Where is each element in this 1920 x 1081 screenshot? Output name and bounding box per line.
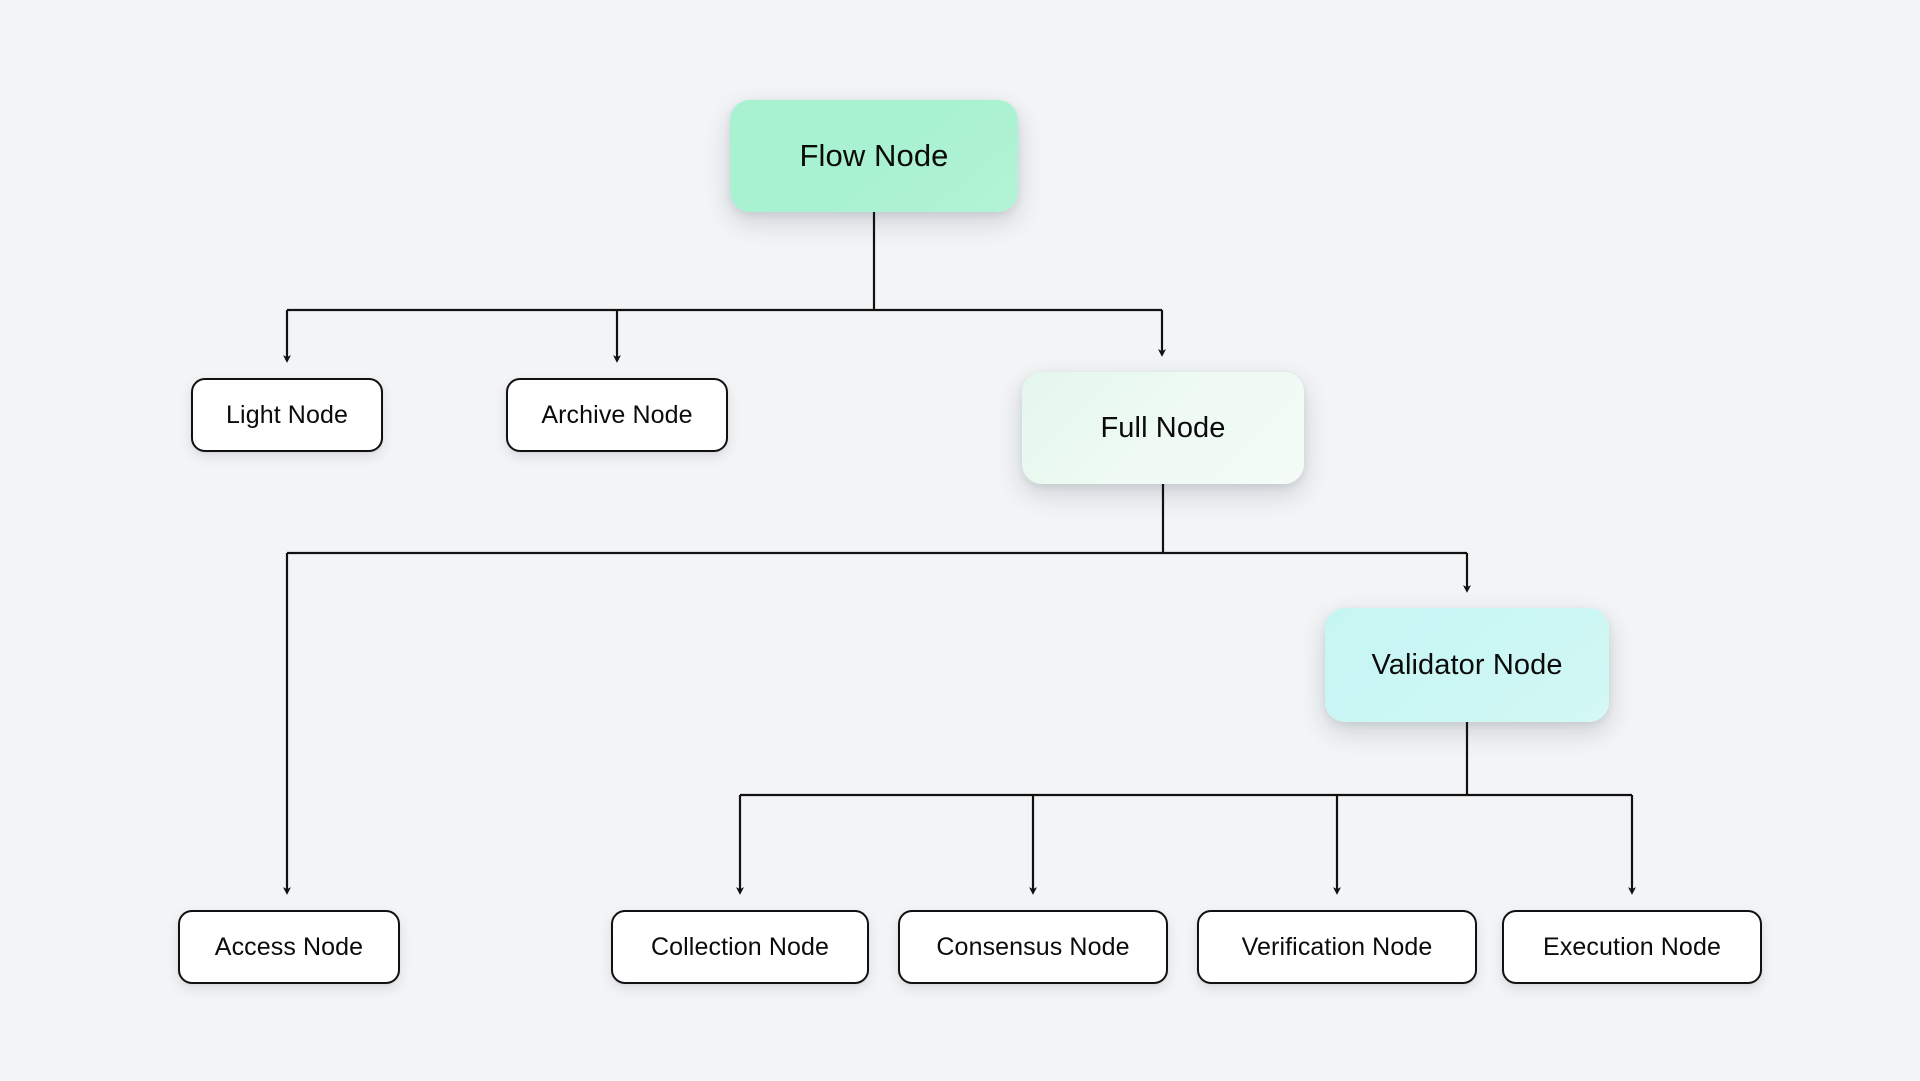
node-collection-node[interactable]: Collection Node	[611, 910, 869, 984]
node-consensus-node[interactable]: Consensus Node	[898, 910, 1168, 984]
node-archive-node[interactable]: Archive Node	[506, 378, 728, 452]
node-full-node[interactable]: Full Node	[1022, 372, 1304, 484]
node-light-node[interactable]: Light Node	[191, 378, 383, 452]
node-access-node[interactable]: Access Node	[178, 910, 400, 984]
node-execution-node[interactable]: Execution Node	[1502, 910, 1762, 984]
node-validator-node[interactable]: Validator Node	[1325, 608, 1609, 722]
node-verification-node[interactable]: Verification Node	[1197, 910, 1477, 984]
node-flow-node[interactable]: Flow Node	[730, 100, 1018, 212]
